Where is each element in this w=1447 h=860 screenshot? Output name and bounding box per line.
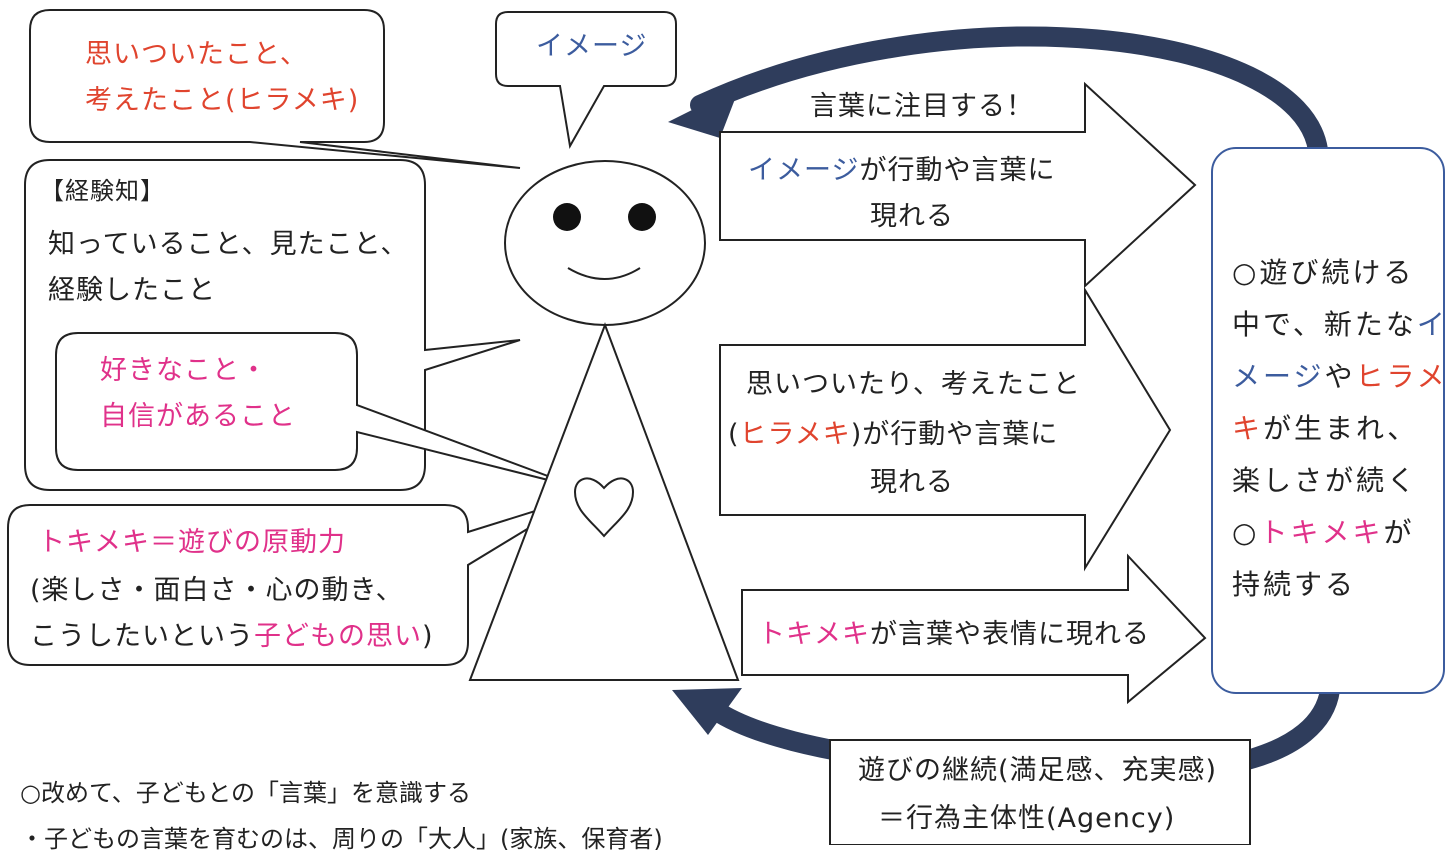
experience-line1: 知っていること、見たこと、 <box>48 229 409 260</box>
arrow2-line2-b: ヒラメキ <box>739 419 851 450</box>
result-box <box>1211 147 1445 694</box>
result-line6-a: ○ <box>1232 516 1260 549</box>
arrow2-line3: 現れる <box>870 467 954 498</box>
result-line4-a: キ <box>1232 412 1264 445</box>
result-line6-b: トキメキ <box>1259 516 1384 549</box>
result-line3-b: や <box>1324 360 1356 393</box>
result-line5: 楽しさが続く <box>1232 464 1419 497</box>
agency-box <box>829 739 1251 845</box>
likes-line1: 好きなこと・ <box>100 355 268 386</box>
experience-heading: 【経験知】 <box>40 177 165 205</box>
result-line3: メージやヒラメ <box>1232 356 1447 398</box>
arrow-1 <box>719 81 1197 289</box>
arrow-2 <box>719 286 1172 572</box>
figure-head <box>504 160 706 326</box>
curved-arrow-top <box>690 26 1328 160</box>
agency-line1: 遊びの継続(満足感、充実感) <box>858 755 1218 786</box>
heart-icon <box>573 477 635 538</box>
result-line2: 中で、新たなイ <box>1232 304 1447 346</box>
curved-arrow-bottom-head <box>672 688 742 735</box>
result-line7: 持続する <box>1232 568 1357 601</box>
tokimeki-line3-b: 子どもの思い <box>254 621 422 652</box>
tokimeki-line2: (楽しさ・面白さ・心の動き、 <box>30 575 404 606</box>
tokimeki-line1: トキメキ＝遊びの原動力 <box>38 527 346 558</box>
result-line1: ○遊び続ける <box>1232 256 1415 289</box>
result-line4-b: が生まれ、 <box>1263 412 1419 445</box>
arrow1-part1: イメージ <box>748 155 860 186</box>
tokimeki-line3: こうしたいという子どもの思い) <box>30 616 434 658</box>
arrow1-part2: が行動や言葉に <box>859 155 1056 186</box>
idea-text-line2: 考えたこと(ヒラメキ) <box>85 85 360 116</box>
note-line1: ○改めて、子どもとの「言葉」を意識する <box>20 779 472 807</box>
idea-bubble <box>29 9 521 169</box>
result-line2-b: イ <box>1416 308 1447 341</box>
curved-arrow-top-head <box>668 86 740 138</box>
figure-eye-right <box>628 203 656 231</box>
result-line3-a: メージ <box>1232 360 1325 393</box>
likes-bubble <box>55 332 581 489</box>
arrow-3 <box>741 553 1207 705</box>
experience-line2: 経験したこと <box>48 275 216 306</box>
arrow3-part1: トキメキ <box>758 619 870 650</box>
arrow3-part2: が言葉や表情に現れる <box>870 619 1150 650</box>
result-line2-a: 中で、新たな <box>1232 308 1417 341</box>
tokimeki-bubble <box>7 496 581 666</box>
note-line2: ・子どもの言葉を育むのは、周りの「大人」(家族、保育者) <box>20 825 663 853</box>
arrow2-line2: (ヒラメキ)が行動や言葉に <box>728 414 1058 456</box>
result-line6: ○トキメキが <box>1232 512 1414 554</box>
figure-mouth <box>567 267 641 280</box>
arrow1-line2: 現れる <box>870 201 954 232</box>
arrow2-line1: 思いついたり、考えたこと <box>746 369 1081 400</box>
likes-line2: 自信があること <box>100 401 296 432</box>
top-caption: 言葉に注目する！ <box>810 91 1034 122</box>
agency-line2: ＝行為主体性(Agency) <box>878 803 1176 834</box>
image-text: イメージ <box>536 31 648 62</box>
arrow2-line2-c: )が行動や言葉に <box>850 419 1059 450</box>
figure-eye-left <box>553 203 581 231</box>
tokimeki-line3-c: ) <box>422 621 434 652</box>
arrow2-line2-a: ( <box>728 419 740 450</box>
tokimeki-line3-a: こうしたいという <box>30 621 254 652</box>
result-line3-c: ヒラメ <box>1355 360 1447 393</box>
result-line6-c: が <box>1383 516 1415 549</box>
child-figure <box>468 160 740 681</box>
result-line4: キが生まれ、 <box>1232 408 1418 450</box>
image-bubble <box>495 11 677 149</box>
arrow1-line1: イメージが行動や言葉に <box>748 150 1055 192</box>
idea-text-line1: 思いついたこと、 <box>85 39 308 70</box>
arrow3-text: トキメキが言葉や表情に現れる <box>758 614 1150 656</box>
